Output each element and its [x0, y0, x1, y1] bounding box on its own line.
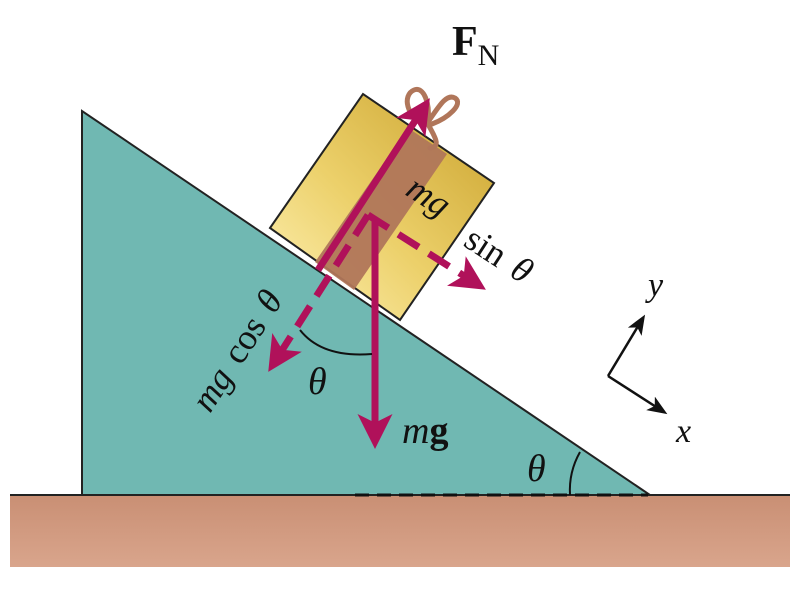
axis-y-label: y: [645, 267, 664, 304]
parallel-component-vector: [366, 212, 486, 290]
base-angle-arc: [568, 451, 581, 496]
axis-x-label: x: [675, 413, 691, 450]
normal-force-label: FN: [452, 19, 499, 72]
perpendicular-component-vector: [268, 213, 371, 372]
coordinate-axes-icon: [606, 314, 668, 415]
weight-label: mg: [402, 410, 448, 452]
gift-angle-label: θ: [308, 361, 327, 403]
ground: [10, 495, 790, 567]
axis-x-line: [607, 374, 668, 415]
axis-y-line: [606, 314, 646, 377]
normal-force-vector: [315, 98, 430, 272]
gift-angle-arc: [299, 329, 373, 356]
base-angle-label: θ: [527, 448, 546, 490]
perpendicular-component-label: mg cos θ: [183, 283, 290, 419]
